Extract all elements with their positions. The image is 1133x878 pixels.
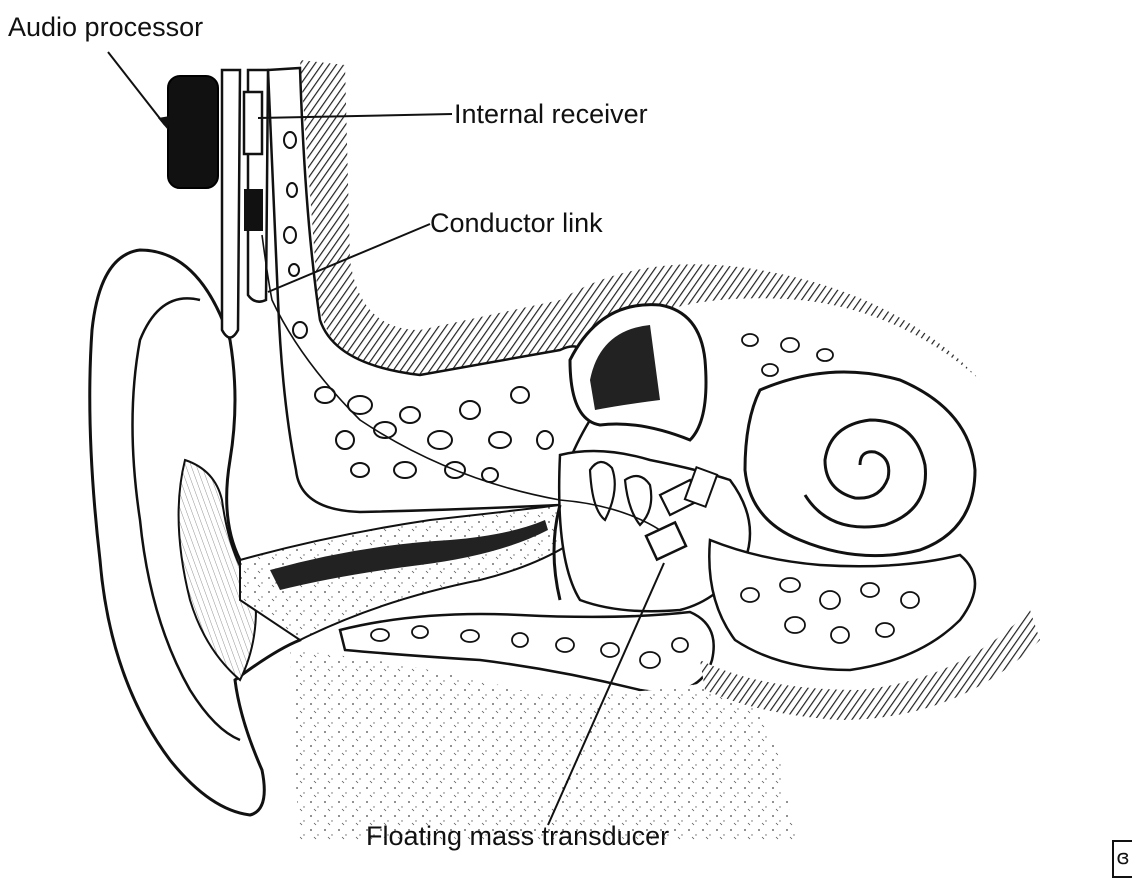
label-floating-mass-transducer: Floating mass transducer	[366, 823, 669, 850]
corner-glyph-icon: ɞ	[1112, 840, 1132, 878]
internal-receiver-magnet	[245, 190, 262, 230]
audio-processor	[168, 76, 218, 188]
petrous-bone	[709, 540, 975, 670]
skin-layer	[222, 70, 240, 338]
leader-audio-processor	[108, 52, 165, 125]
upper-right-cells	[742, 334, 833, 376]
label-internal-receiver: Internal receiver	[454, 101, 648, 128]
label-audio-processor: Audio processor	[8, 14, 203, 41]
label-conductor-link: Conductor link	[430, 210, 603, 237]
arrowhead-audio-processor	[158, 116, 170, 130]
internal-receiver	[244, 92, 262, 154]
